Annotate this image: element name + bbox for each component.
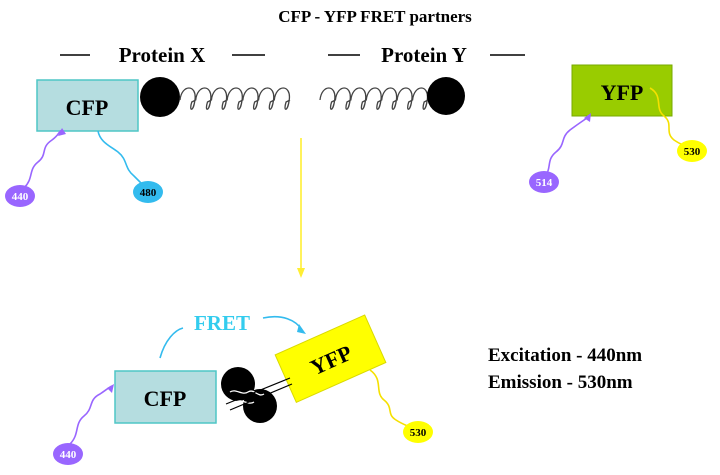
protein-x-domain-ball (140, 77, 180, 117)
fret-arc-right (262, 315, 303, 331)
cfp-excitation-arrowhead-top (58, 128, 66, 136)
excitation-value-bottom: 440 (60, 449, 77, 461)
fret-arrowhead (297, 324, 306, 334)
yfp-box-top (571, 64, 673, 117)
yfp-excitation-arrowhead-top (584, 113, 591, 122)
protein-x-label: Protein X (119, 43, 206, 67)
emission-value-bottom: 530 (410, 427, 427, 439)
cfp-excitation-value-top: 440 (12, 191, 29, 203)
fret-label: FRET (194, 311, 250, 335)
protein-y-label: Protein Y (381, 43, 467, 67)
cfp-box-bottom (114, 370, 217, 424)
emission-wave-bottom (369, 369, 413, 429)
legend-excitation: Excitation - 440nm (488, 345, 642, 366)
cfp-label-bottom: CFP (144, 386, 187, 411)
fret-arc-left (159, 327, 184, 359)
protein-y-domain-ball (427, 77, 465, 115)
transition-arrowhead (297, 268, 305, 278)
cfp-emission-value-top: 480 (140, 187, 157, 199)
excitation-wave-bottom (69, 385, 113, 445)
yfp-label-top: YFP (601, 80, 644, 105)
yfp-excitation-wave-top (544, 115, 591, 177)
yfp-emission-value-top: 530 (684, 146, 701, 158)
protein-y-helix (319, 87, 429, 110)
excitation-arrowhead-bottom (107, 384, 114, 393)
diagram-title: CFP - YFP FRET partners (278, 7, 472, 26)
excitation-badge-bottom (53, 443, 83, 465)
protein-x-helix (179, 87, 291, 110)
linker-coil-bottom (229, 390, 265, 404)
cfp-box-top (36, 79, 139, 132)
yfp-box-bottom (274, 314, 387, 404)
yfp-excitation-value-top: 514 (536, 177, 553, 189)
yfp-excitation-badge-top (529, 171, 559, 193)
emission-badge-bottom (403, 421, 433, 443)
yfp-box-bottom-group: YFP (274, 314, 387, 404)
yfp-emission-badge-top (677, 140, 707, 162)
protein-y-ball-bottom (243, 389, 277, 423)
linker-bars-bottom (225, 377, 293, 411)
cfp-emission-wave-top (97, 130, 143, 185)
cfp-emission-badge-top (133, 181, 163, 203)
cfp-label-top: CFP (66, 95, 109, 120)
cfp-excitation-badge-top (5, 185, 35, 207)
cfp-excitation-wave-top (23, 129, 63, 189)
legend-emission: Emission - 530nm (488, 372, 633, 393)
